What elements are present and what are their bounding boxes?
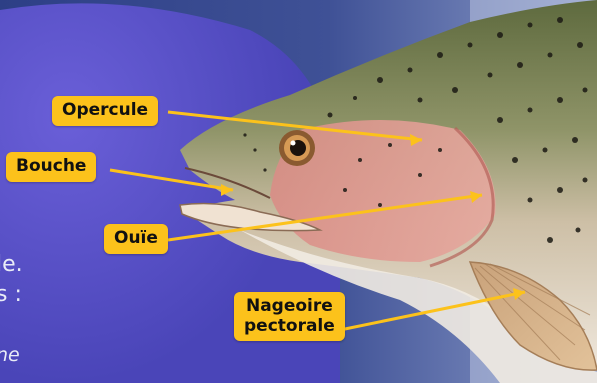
label-ouie: Ouïe	[104, 224, 168, 254]
text-fragment-3: ne	[0, 344, 20, 366]
label-nageoire-line2: pectorale	[244, 317, 335, 337]
label-nageoire-pectorale: Nageoire pectorale	[234, 292, 345, 341]
label-bouche: Bouche	[6, 152, 96, 182]
text-fragment-2: s :	[0, 282, 22, 307]
label-nageoire-line1: Nageoire	[244, 297, 335, 317]
text-fragment-1: le.	[0, 252, 23, 277]
label-opercule: Opercule	[52, 96, 158, 126]
